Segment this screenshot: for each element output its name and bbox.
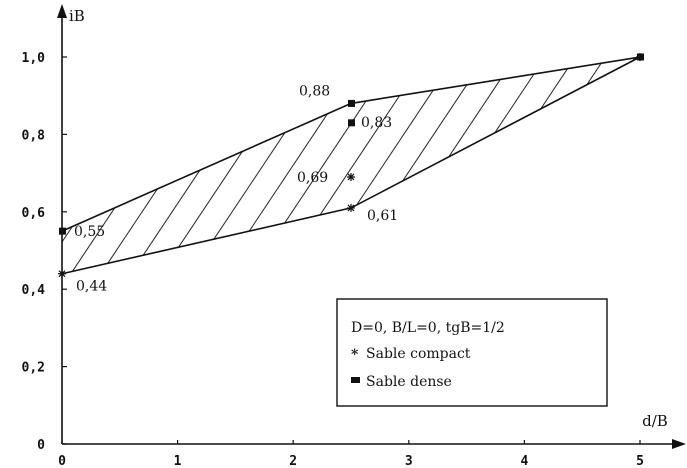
y-tick-label: 0,6 [22,206,46,221]
value-annotation: 0,61 [367,208,398,224]
sable-compact-marker [58,269,66,278]
tick-labels: 0 1 2 3 4 5 0 0,2 0,4 0,6 0,8 1,0 iB d/B [22,7,668,468]
x-tick-label: 1 [174,454,182,468]
sable-dense-marker [59,227,66,235]
x-axis-label: d/B [642,412,668,430]
hatch-line [62,57,181,274]
y-axis-label: iB [69,7,85,25]
y-tick-label: 0,4 [22,283,46,298]
legend-entry-label: Sable dense [366,374,452,390]
hatch-line [0,20,60,468]
axes [57,4,686,449]
legend-marker: * [351,347,359,363]
legend-condition: D=0, B/L=0, tgB=1/2 [351,320,505,336]
hatch-line [599,57,640,274]
y-tick-label: 0 [37,438,45,453]
sable-compact-marker [347,203,355,212]
y-tick-label: 0,8 [22,128,46,143]
sable-dense-marker [637,53,644,61]
value-annotation: 0,69 [297,170,328,186]
annotations: 0,55 0,44 0,88 0,83 0,69 0,61 [74,83,398,294]
value-annotation: 0,83 [361,115,392,131]
hatch-line [62,57,301,274]
sable-dense-marker [348,99,355,107]
value-annotation: 0,88 [299,83,330,99]
y-axis-arrow [57,4,67,18]
x-tick-label: 2 [289,454,297,468]
x-axis-arrow [672,439,686,449]
value-annotation: 0,44 [76,279,107,295]
x-tick-label: 0 [58,454,66,468]
sable-compact-marker [347,172,355,181]
hatch-line [62,57,121,274]
hatch-line [62,57,331,274]
x-tick-label: 3 [405,454,413,468]
value-annotation: 0,55 [74,224,105,240]
y-tick-label: 1,0 [22,51,46,66]
x-tick-label: 4 [520,454,528,468]
data-markers [58,53,644,278]
hatch-line [62,57,151,274]
legend-entry-label: Sable compact [366,346,471,362]
hatch-line [660,20,687,468]
y-tick-label: 0,2 [22,361,45,376]
sable-dense-marker [348,119,355,127]
hatch-line [0,20,30,468]
hatch-line [62,57,271,274]
hatch-line [629,57,640,274]
legend-box [336,298,608,407]
hatch-line [62,57,91,274]
legend-marker [351,377,360,383]
x-tick-label: 5 [636,454,644,468]
hatch-line [62,57,241,274]
hatch-line [62,57,211,274]
